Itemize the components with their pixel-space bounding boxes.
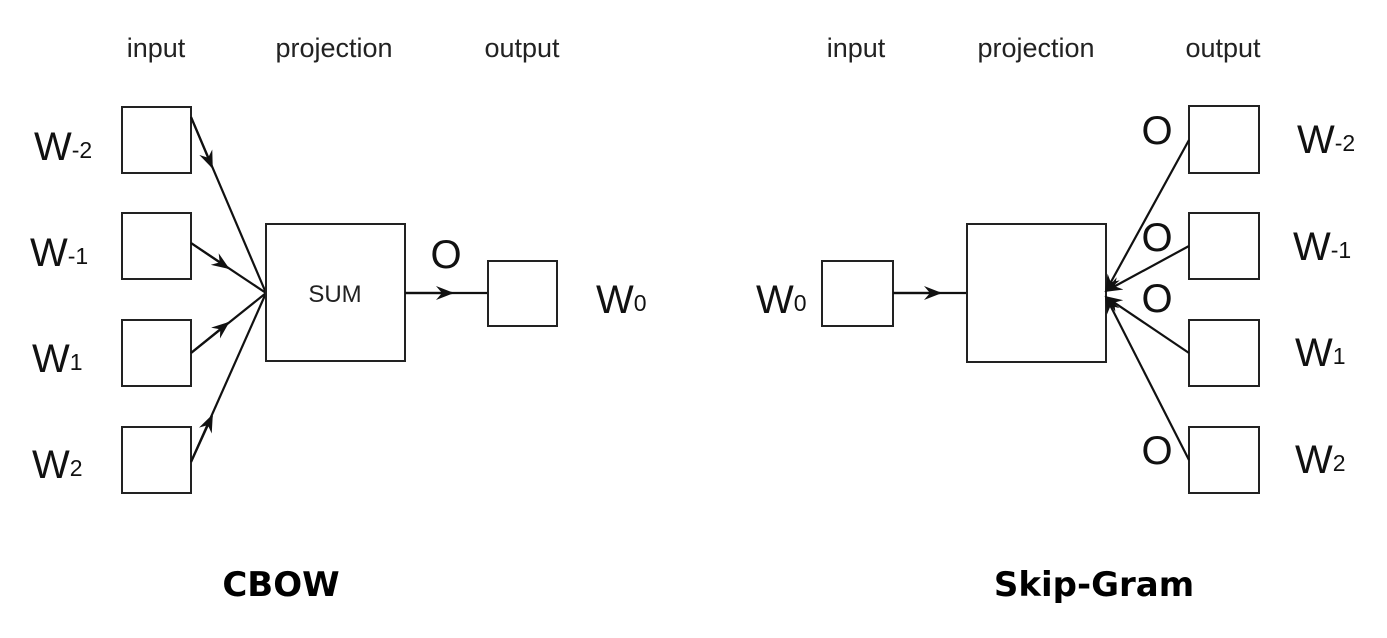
skipgram-connection — [1105, 139, 1190, 293]
cbow-header-input: input — [127, 33, 186, 63]
cbow-arrow-icon — [189, 116, 214, 169]
cbow-input-label: W1 — [32, 337, 83, 381]
skipgram-header-projection: projection — [977, 33, 1094, 63]
skipgram-output-box — [1188, 319, 1260, 387]
cbow-input-box — [121, 319, 192, 387]
skipgram-input-label: W0 — [756, 278, 807, 322]
cbow-output-box — [487, 260, 558, 327]
skipgram-caption: Skip-Gram — [994, 565, 1194, 605]
skipgram-output-box — [1188, 105, 1260, 174]
cbow-arrow-icon — [190, 242, 230, 270]
skipgram-connection — [1105, 295, 1190, 461]
skipgram-output-symbol: O — [1141, 277, 1172, 321]
skipgram-output-symbol: O — [1141, 216, 1172, 260]
skipgram-output-label: W-1 — [1293, 225, 1351, 269]
skipgram-output-symbol: O — [1141, 429, 1172, 473]
skipgram-projection-box — [966, 223, 1107, 363]
cbow-output-label: W0 — [596, 278, 647, 322]
skipgram-output-label: W2 — [1295, 438, 1346, 482]
cbow-arrow-icon — [190, 321, 230, 354]
cbow-input-label: W-2 — [34, 125, 92, 169]
skipgram-connection — [1104, 295, 1190, 354]
skipgram-header-output: output — [1185, 33, 1261, 63]
skipgram-panel: input projection output W0 O O O O W-2 — [756, 33, 1355, 605]
cbow-panel: input projection output W-2 W-1 W1 W2 — [30, 33, 647, 605]
cbow-header-projection: projection — [275, 33, 392, 63]
skipgram-output-symbol: O — [1141, 109, 1172, 153]
skipgram-output-box — [1188, 212, 1260, 280]
cbow-input-box — [121, 212, 192, 280]
cbow-caption: CBOW — [222, 565, 339, 605]
skipgram-input-box — [821, 260, 894, 327]
cbow-projection-box — [265, 223, 406, 362]
cbow-header-output: output — [484, 33, 560, 63]
cbow-input-box — [121, 426, 192, 494]
cbow-projection-label: SUM — [308, 281, 361, 308]
cbow-arrow-icon — [189, 414, 214, 463]
skipgram-output-label: W-2 — [1297, 118, 1355, 162]
skipgram-output-label: W1 — [1295, 331, 1346, 375]
cbow-output-symbol: O — [430, 233, 461, 277]
skipgram-output-box — [1188, 426, 1260, 494]
cbow-input-label: W-1 — [30, 231, 88, 275]
skipgram-connection — [1104, 245, 1190, 292]
skipgram-header-input: input — [827, 33, 886, 63]
cbow-input-box — [121, 106, 192, 174]
cbow-input-label: W2 — [32, 443, 83, 487]
